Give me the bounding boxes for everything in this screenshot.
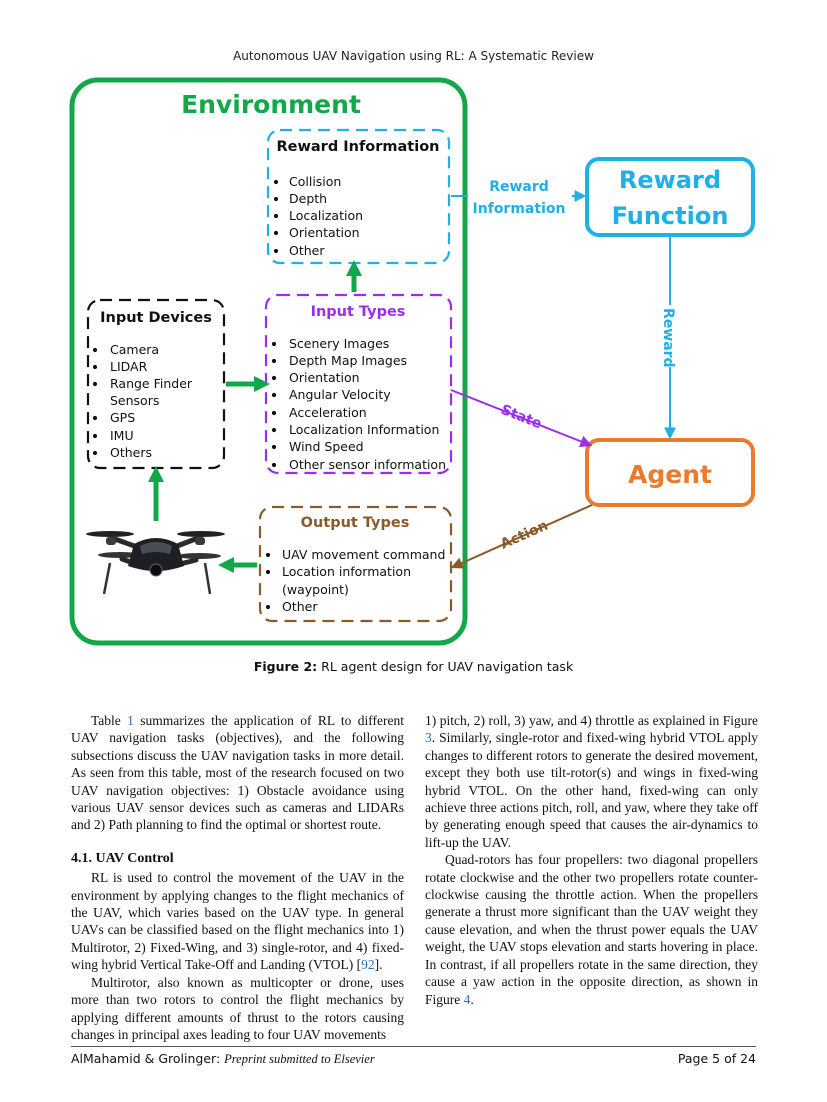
section-heading: 4.1. UAV Control — [71, 850, 174, 866]
figure-caption-text: RL agent design for UAV navigation task — [321, 659, 574, 674]
input-devices-title: Input Devices — [100, 310, 212, 326]
arrow-action — [450, 504, 593, 569]
reward-function-box — [585, 157, 755, 237]
list-item: LIDAR — [110, 359, 148, 374]
reward-function-label-line2: Function — [612, 202, 729, 230]
reward-arrow-label: Reward — [660, 308, 676, 368]
output-types-title: Output Types — [301, 515, 410, 531]
reward-information-list: Collision Depth Localization Orientation… — [273, 174, 363, 258]
list-item: Others — [110, 445, 152, 460]
list-item: Angular Velocity — [289, 387, 391, 402]
list-item: Range Finder — [110, 376, 193, 391]
citation-link[interactable]: 92 — [361, 957, 375, 973]
environment-title: Environment — [181, 90, 361, 119]
reward-information-title: Reward Information — [277, 139, 440, 155]
figure-reference-link[interactable]: 4 — [463, 991, 471, 1007]
list-item: Localization Information — [289, 422, 439, 437]
list-item: Other — [289, 243, 325, 258]
paragraph: 1) pitch, 2) roll, 3) yaw, and 4) thrott… — [425, 713, 758, 850]
agent-label: Agent — [628, 460, 712, 489]
list-item: Sensors — [110, 393, 159, 408]
rl-agent-design-figure: Environment Reward Information Collision… — [69, 77, 755, 646]
list-item: (waypoint) — [282, 582, 349, 597]
list-item: Depth Map Images — [289, 353, 407, 368]
list-item: Orientation — [289, 370, 360, 385]
list-item: Other — [282, 599, 318, 614]
paragraph: Multirotor, also known as multicopter or… — [71, 974, 404, 1042]
left-column: Table 1 summarizes the application of RL… — [71, 712, 404, 1043]
input-devices-list: Camera LIDAR Range Finder Sensors GPS IM… — [92, 342, 193, 460]
reward-information-arrow-label-2: Information — [473, 201, 566, 217]
figure-caption-label: Figure 2: — [253, 659, 318, 674]
list-item: Scenery Images — [289, 336, 389, 351]
list-item: Camera — [110, 342, 159, 357]
arrow-state — [450, 389, 593, 448]
output-types-list: UAV movement command Location informatio… — [265, 547, 445, 614]
list-item: Acceleration — [289, 405, 367, 420]
list-item: Collision — [289, 174, 341, 189]
list-item: UAV movement command — [282, 547, 445, 562]
figure-reference-link[interactable]: 3 — [425, 730, 432, 746]
reward-function-label-line1: Reward — [619, 166, 721, 194]
drone-image — [86, 531, 225, 595]
footer-rule — [71, 1046, 756, 1047]
reward-information-arrow-label-1: Reward — [489, 179, 549, 195]
page-number: Page 5 of 24 — [677, 1051, 756, 1066]
paragraph: Table 1 summarizes the application of RL… — [71, 713, 404, 833]
agent-box — [585, 438, 755, 507]
paragraph: Quad-rotors has four propellers: two dia… — [425, 852, 758, 1007]
list-item: Localization — [289, 208, 363, 223]
state-arrow-label: State — [499, 402, 544, 432]
list-item: GPS — [110, 410, 135, 425]
footer-authors: AlMahamid & Grolinger: Preprint submitte… — [71, 1051, 375, 1066]
footer-journal: Preprint submitted to Elsevier — [224, 1052, 375, 1066]
table-reference-link[interactable]: 1 — [127, 713, 134, 728]
figure-caption: Figure 2: RL agent design for UAV naviga… — [0, 659, 827, 674]
right-column: 1) pitch, 2) roll, 3) yaw, and 4) thrott… — [425, 712, 758, 1008]
input-types-list: Scenery Images Depth Map Images Orientat… — [271, 336, 446, 472]
list-item: Depth — [289, 191, 327, 206]
list-item: Wind Speed — [289, 439, 364, 454]
running-header: Autonomous UAV Navigation using RL: A Sy… — [233, 49, 594, 63]
list-item: Other sensor information — [289, 457, 446, 472]
action-arrow-label: Action — [498, 518, 550, 553]
list-item: Location information — [282, 564, 411, 579]
environment-box — [69, 77, 468, 646]
paragraph: RL is used to control the movement of th… — [71, 870, 404, 973]
list-item: IMU — [110, 428, 134, 443]
input-types-title: Input Types — [311, 304, 406, 320]
list-item: Orientation — [289, 225, 360, 240]
